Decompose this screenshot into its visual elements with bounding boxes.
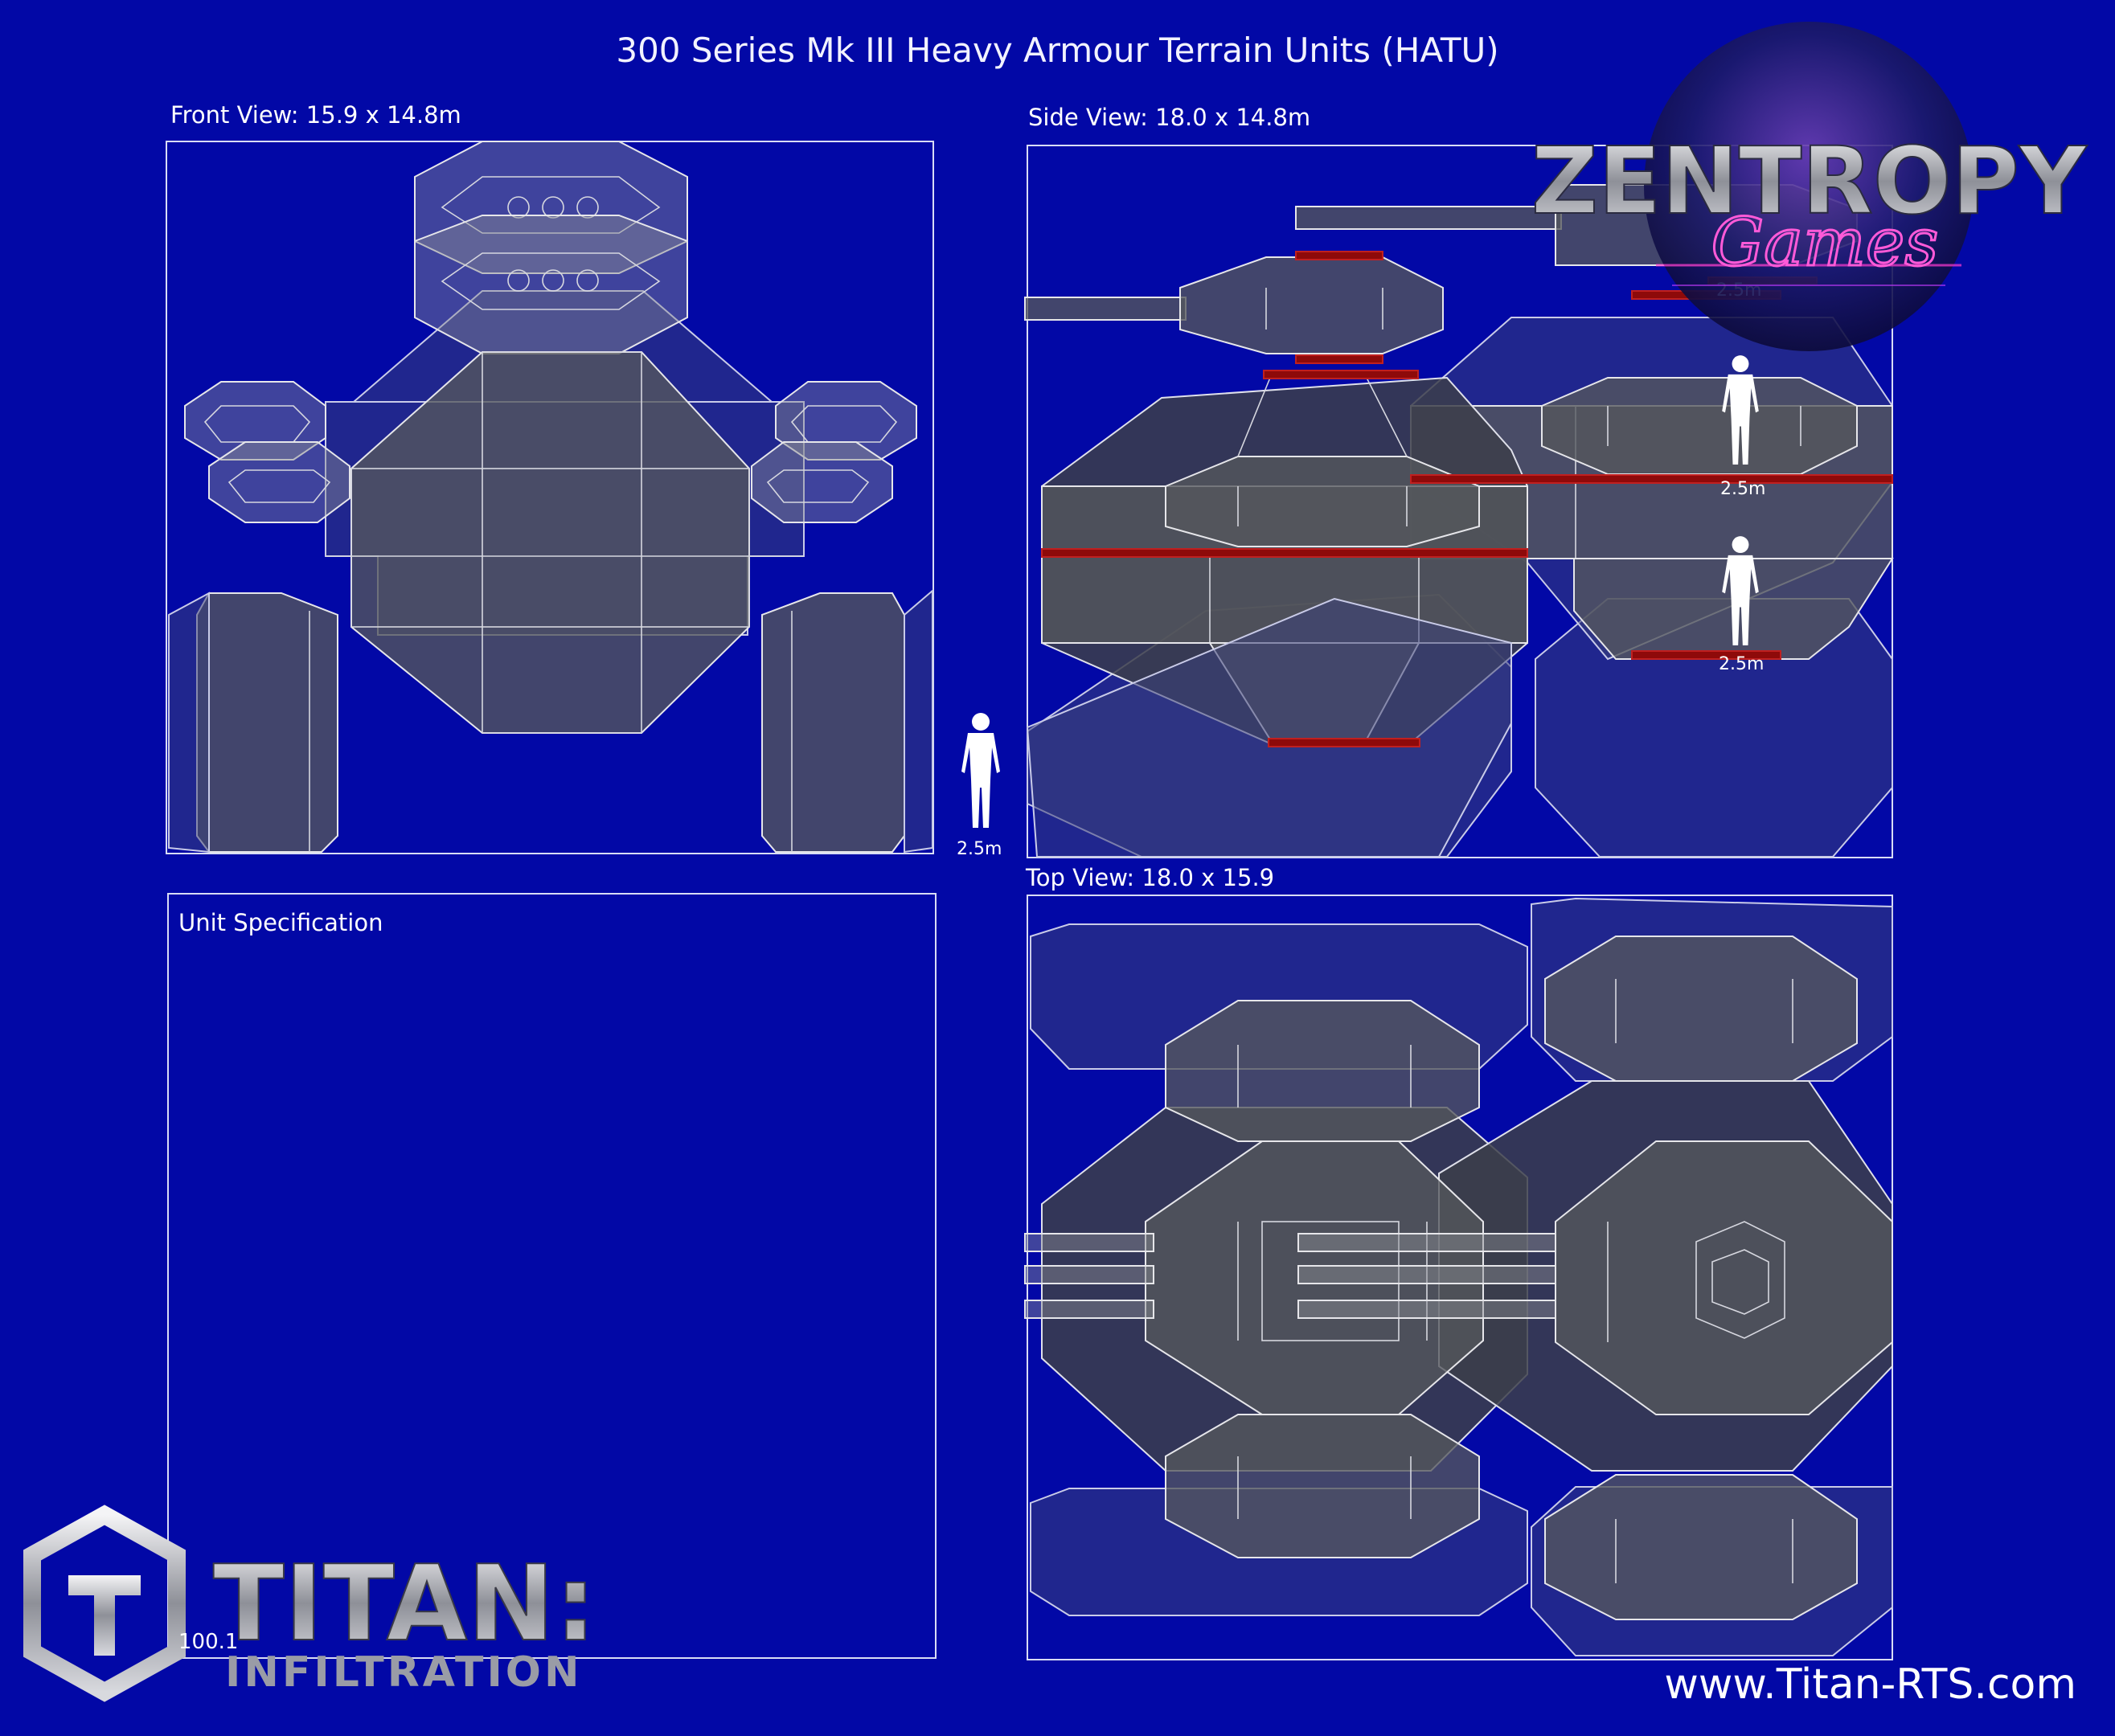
zentropy-games-script: Games <box>1711 205 1939 281</box>
page-title: 300 Series Mk III Heavy Armour Terrain U… <box>616 31 1499 70</box>
front-view-drawing <box>168 141 933 854</box>
side-view-label: Side View: 18.0 x 14.8m <box>1028 104 1311 131</box>
front-view-label: Front View: 15.9 x 14.8m <box>170 101 461 129</box>
zentropy-logo: ZENTROPY Games <box>1531 22 2088 351</box>
side-view-drawing <box>1024 184 1894 858</box>
spec-label: Unit Specification <box>178 909 383 936</box>
scale-label-center: 2.5m <box>957 839 1002 859</box>
top-view-label: Top View: 18.0 x 15.9 <box>1026 864 1275 891</box>
zentropy-wordmark: ZENTROPY <box>1531 128 2088 235</box>
spec-value: 100.1 <box>178 1630 239 1654</box>
titan-logo: TITAN: INFILTRATION <box>23 1505 597 1702</box>
spec-panel <box>167 893 937 1659</box>
scale-label-side-low: 2.5m <box>1719 654 1764 674</box>
scale-label-side-mid: 2.5m <box>1720 479 1765 499</box>
titan-infiltration-text: INFILTRATION <box>225 1648 583 1697</box>
top-view-drawing <box>1024 897 1893 1656</box>
titan-wordmark: TITAN: <box>213 1542 596 1664</box>
website-link[interactable]: www.Titan-RTS.com <box>1664 1660 2076 1709</box>
scale-figure <box>961 713 1000 828</box>
